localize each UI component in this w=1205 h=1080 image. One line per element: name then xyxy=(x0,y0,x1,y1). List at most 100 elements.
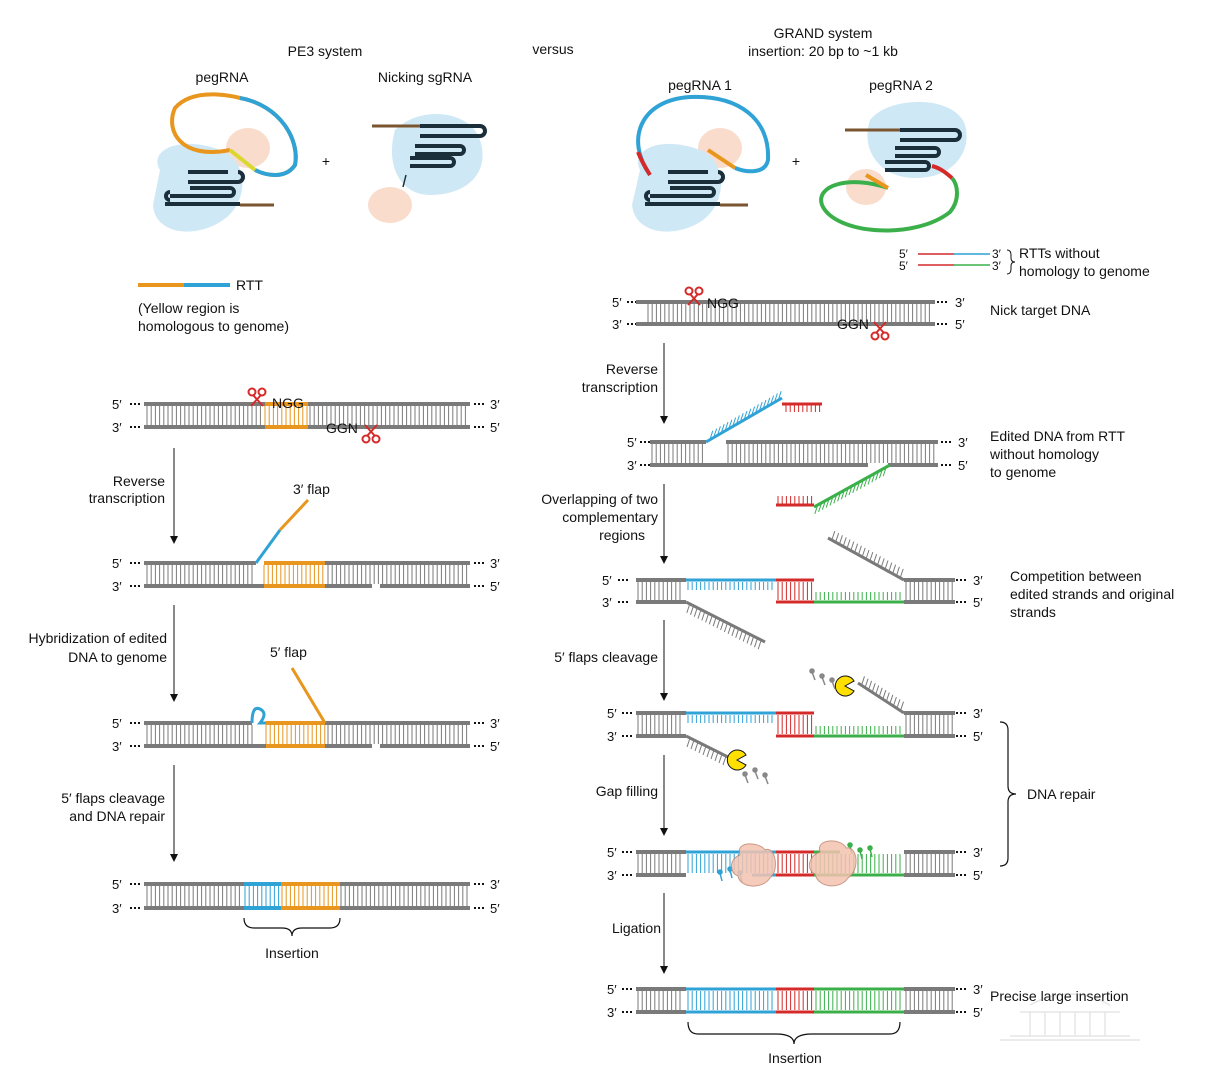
nicking-sgrna-label: Nicking sgRNA xyxy=(378,69,473,85)
base-pairs xyxy=(777,715,813,734)
strand-end-label: 3′ xyxy=(490,877,500,892)
base-pairs xyxy=(815,726,901,734)
grand-step3: 5′ flaps cleavage xyxy=(554,649,658,665)
base-pairs xyxy=(263,565,324,584)
dna-row: 5′3′3′5′ xyxy=(607,676,983,766)
scissors-icon xyxy=(247,387,267,407)
rt-domain xyxy=(846,169,886,205)
grand-row3-line1: Competition between xyxy=(1010,568,1142,584)
base-pairs xyxy=(637,854,681,873)
base-pairs xyxy=(815,592,901,600)
insertion-brace xyxy=(243,917,341,937)
grand-row2-line2: without homology xyxy=(989,446,1099,462)
strand-end-label: 5′ xyxy=(607,845,617,860)
grand-ggn: GGN xyxy=(837,316,869,332)
pe3-dna-rows: 5′3′3′5′5′3′3′5′5′3′3′5′5′3′3′5′ xyxy=(112,397,500,916)
rtt-legend-line2: homology to genome xyxy=(1019,263,1150,279)
base-pairs xyxy=(309,406,466,425)
strand-end-label: 5′ xyxy=(973,1005,983,1020)
pegrna1-pbs xyxy=(706,148,737,170)
flap-bases xyxy=(709,391,782,440)
scissors-icon xyxy=(870,321,890,341)
rtt-legend-line1: RTTs without xyxy=(1019,245,1100,261)
pegrna-rtt-blue xyxy=(239,96,298,177)
grand-row3-line3: strands xyxy=(1010,604,1056,620)
base-pairs xyxy=(727,444,935,463)
grand-row6-label: Precise large insertion xyxy=(990,988,1129,1004)
strand-end-label: 5′ xyxy=(112,397,122,412)
strand-end-label: 5′ xyxy=(973,595,983,610)
strand-end-label: 3′ xyxy=(490,716,500,731)
base-pairs xyxy=(785,404,821,412)
base-pairs xyxy=(265,725,326,744)
base-pairs xyxy=(637,715,681,734)
flap-bases xyxy=(861,676,904,711)
base-pairs xyxy=(146,725,253,744)
scissors-icon xyxy=(361,424,381,444)
strand-end-label: 3′ xyxy=(612,317,622,332)
strand-end-label: 3′ xyxy=(112,739,122,754)
scissors-icon xyxy=(684,286,704,306)
strand-end-label: 3′ xyxy=(973,573,983,588)
base-pairs xyxy=(905,715,953,734)
base-pairs xyxy=(327,725,468,744)
pe3-plus: + xyxy=(322,153,330,169)
base-pairs xyxy=(146,886,240,906)
pegrna2-pbs xyxy=(864,173,890,190)
grand-row3-line2: edited strands and original xyxy=(1010,586,1174,602)
grand-step4: Gap filling xyxy=(596,783,658,799)
grand-step5: Ligation xyxy=(612,920,661,936)
dna-flap xyxy=(278,498,310,532)
dna-row: 5′3′3′5′ xyxy=(627,391,968,515)
base-pairs xyxy=(687,582,773,590)
strand-end-label: 3′ xyxy=(112,420,122,435)
strand-end-label: 3′ xyxy=(955,295,965,310)
grand-step2-line1: Overlapping of two xyxy=(541,491,658,507)
strand-end-label: 5′ xyxy=(607,982,617,997)
pegrna2-scaffold xyxy=(885,128,962,172)
base-pairs xyxy=(244,886,280,906)
strand-end-label: 5′ xyxy=(955,317,965,332)
base-pairs xyxy=(687,991,773,1010)
grand-subtitle: insertion: 20 bp to ~1 kb xyxy=(748,43,898,59)
grand-plus: + xyxy=(792,153,800,169)
strand-end-label: 3′ xyxy=(112,579,122,594)
dna-row: 5′3′3′5′ xyxy=(112,667,500,754)
strand-end-label: 5′ xyxy=(490,579,500,594)
pe3-5prime-flap: 5′ flap xyxy=(270,644,307,660)
exonuclease-icon xyxy=(726,749,747,771)
pe3-ngg: NGG xyxy=(272,395,304,411)
polymerase-icon xyxy=(731,843,776,887)
dna-row: 5′3′3′5′ xyxy=(612,295,965,332)
base-pairs xyxy=(647,304,930,322)
strand-end-label: 5′ xyxy=(973,729,983,744)
strand-end-label: 5′ xyxy=(112,556,122,571)
pegrna2-label: pegRNA 2 xyxy=(869,77,933,93)
pe3-step3-line1: 5′ flaps cleavage xyxy=(61,790,165,806)
flap-bases xyxy=(831,530,904,579)
pegrna2-complex xyxy=(819,101,967,233)
sgrna-scaffold xyxy=(410,124,487,168)
strand-end-label: 3′ xyxy=(973,982,983,997)
base-pairs xyxy=(637,991,681,1010)
grand-insertion-label: Insertion xyxy=(768,1050,822,1066)
pegrna1-scaffold xyxy=(644,170,725,206)
grand-dna-rows: 5′3′3′5′5′3′3′5′5′3′3′5′5′3′3′5′5′3′3′5′… xyxy=(602,295,983,1020)
pe3-step1-line2: transcription xyxy=(89,490,165,506)
pe3-3prime-flap: 3′ flap xyxy=(293,481,330,497)
legend-note-line1: (Yellow region is xyxy=(138,300,239,316)
blue-loop xyxy=(250,706,266,725)
pegrna1-rtt-blue xyxy=(636,94,771,177)
pe3-title: PE3 system xyxy=(288,43,363,59)
grand-step2-line2: complementary xyxy=(562,509,658,525)
base-pairs xyxy=(777,854,813,873)
grand-row2-line3: to genome xyxy=(990,464,1056,480)
nucleotides-icon xyxy=(742,668,836,785)
base-pairs xyxy=(340,886,468,906)
base-pairs xyxy=(146,565,253,584)
strand-end-label: 3′ xyxy=(607,729,617,744)
dna-row: 5′3′3′5′ xyxy=(112,498,500,594)
strand-end-label: 5′ xyxy=(490,901,500,916)
strand-end-label: 5′ xyxy=(490,739,500,754)
